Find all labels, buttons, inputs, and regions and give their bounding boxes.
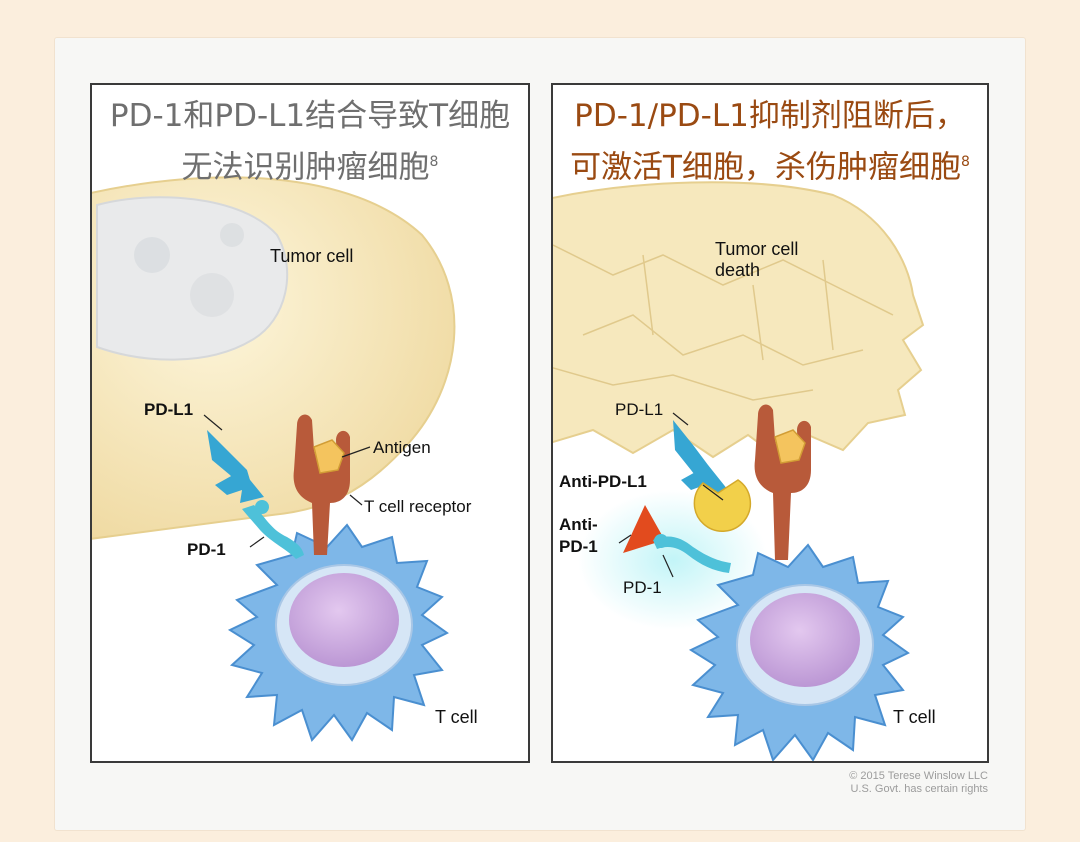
label-t-cell: T cell — [893, 707, 936, 727]
t-cell-nucleus — [750, 593, 860, 687]
label-anti-pd-1-line1: Anti- — [559, 515, 598, 534]
label-anti-pd-l1: Anti-PD-L1 — [559, 472, 647, 491]
anti-pd-1-antibody — [623, 505, 663, 553]
pd-l1-receptor — [673, 420, 713, 483]
label-pd-l1: PD-L1 — [615, 400, 663, 419]
label-pd-l1: PD-L1 — [144, 400, 193, 419]
left-panel-title: PD-1和PD-L1结合导致T细胞 无法识别肿瘤细胞8 — [92, 93, 528, 190]
credit-line1: © 2015 Terese Winslow LLC — [849, 770, 988, 782]
copyright-credit: © 2015 Terese Winslow LLC U.S. Govt. has… — [790, 770, 988, 796]
pd-1-receptor — [653, 536, 731, 573]
right-illustration: Tumor cell death PD-L1 Anti-PD-L1 Anti- … — [553, 181, 936, 761]
left-illustration: Tumor cell PD-L1 Antigen T cell receptor… — [92, 176, 478, 742]
label-t-cell-receptor: T cell receptor — [364, 497, 472, 516]
antigen — [313, 439, 345, 474]
label-tumor-cell-death-2: death — [715, 260, 760, 280]
right-title-line1: PD-1/PD-L1抑制剂阻断后， — [574, 98, 966, 134]
right-title-line2: 可激活T细胞，杀伤肿瘤细胞8 — [553, 139, 987, 190]
left-title-superscript: 8 — [429, 154, 439, 170]
panel-inhibitor-blockade: Tumor cell death PD-L1 Anti-PD-L1 Anti- … — [551, 83, 989, 763]
anti-pd-l1-antibody — [693, 479, 752, 532]
t-cell-nucleus — [289, 573, 399, 667]
antigen — [774, 429, 806, 464]
label-pd-1: PD-1 — [187, 540, 226, 559]
right-title-line2-text: 可激活T细胞，杀伤肿瘤细胞 — [570, 149, 961, 186]
left-title-line2-text: 无法识别肿瘤细胞 — [181, 149, 430, 186]
label-pd-1: PD-1 — [623, 578, 662, 597]
label-tumor-cell: Tumor cell — [270, 246, 353, 266]
panel-pd1-binding: Tumor cell PD-L1 Antigen T cell receptor… — [90, 83, 530, 763]
right-title-superscript: 8 — [961, 154, 970, 170]
tumor-cell-dying — [553, 181, 925, 459]
left-title-line2: 无法识别肿瘤细胞8 — [92, 139, 528, 190]
t-cell-receptor — [754, 404, 811, 560]
label-tumor-cell-death-1: Tumor cell — [715, 239, 798, 259]
tumor-nucleus — [96, 196, 289, 361]
t-cell-receptor — [293, 414, 350, 555]
label-anti-pd-1-line2: PD-1 — [559, 537, 598, 556]
credit-line2: U.S. Govt. has certain rights — [850, 783, 988, 795]
pd-1-receptor — [242, 505, 304, 559]
label-antigen: Antigen — [373, 438, 431, 457]
left-title-line1: PD-1和PD-L1结合导致T细胞 — [109, 98, 511, 134]
label-t-cell: T cell — [435, 707, 478, 727]
right-panel-title: PD-1/PD-L1抑制剂阻断后， 可激活T细胞，杀伤肿瘤细胞8 — [553, 93, 987, 190]
